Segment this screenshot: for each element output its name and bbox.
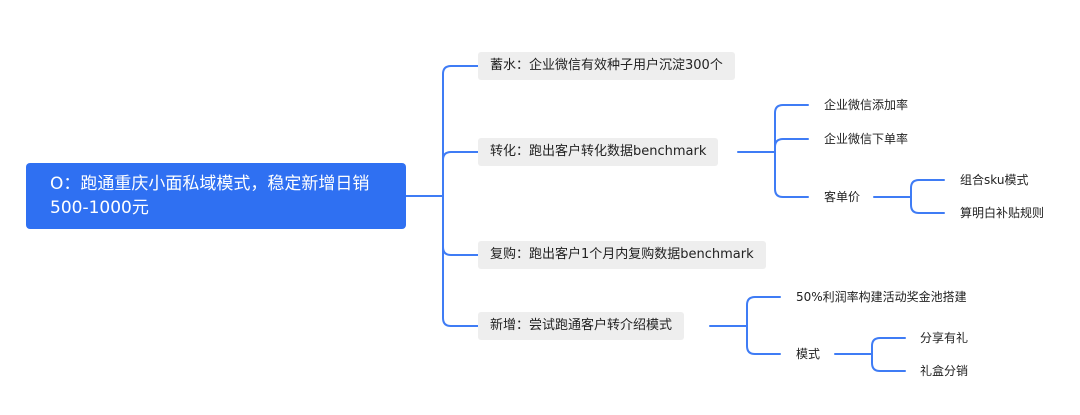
root-node[interactable]: O：跑通重庆小面私域模式，稳定新增日销500-1000元: [26, 163, 406, 229]
node-mode[interactable]: 模式: [796, 347, 821, 361]
connector-subsidy: [910, 196, 945, 214]
node-fugou[interactable]: 复购：跑出客户1个月内复购数据benchmark: [478, 241, 766, 269]
connector-giftbox: [871, 353, 906, 372]
node-aov[interactable]: 客单价: [824, 190, 861, 204]
connector-xushui: [442, 65, 479, 197]
connector-sku: [910, 179, 945, 198]
node-order-rate[interactable]: 企业微信下单率: [824, 132, 909, 146]
connector-share: [871, 337, 906, 355]
connector-xinzeng: [442, 195, 479, 327]
connector-zhuanhua: [442, 151, 479, 197]
node-giftbox[interactable]: 礼盒分销: [920, 364, 969, 378]
node-subsidy[interactable]: 算明白补贴规则: [960, 206, 1045, 220]
connector-add-rate: [774, 104, 809, 153]
connector-pool: [746, 296, 781, 327]
node-share[interactable]: 分享有礼: [920, 331, 969, 345]
node-sku[interactable]: 组合sku模式: [960, 173, 1029, 187]
connector-fugou: [442, 195, 479, 256]
node-xushui[interactable]: 蓄水：企业微信有效种子用户沉淀300个: [478, 52, 735, 80]
connector-mode: [746, 325, 781, 355]
connector-order-rate: [774, 138, 809, 153]
node-zhuanhua[interactable]: 转化：跑出客户转化数据benchmark: [478, 138, 719, 166]
node-xinzeng[interactable]: 新增：尝试跑通客户转介绍模式: [478, 312, 685, 340]
node-add-rate[interactable]: 企业微信添加率: [824, 98, 909, 112]
node-pool[interactable]: 50%利润率构建活动奖金池搭建: [796, 290, 967, 304]
connector-aov: [774, 151, 809, 198]
